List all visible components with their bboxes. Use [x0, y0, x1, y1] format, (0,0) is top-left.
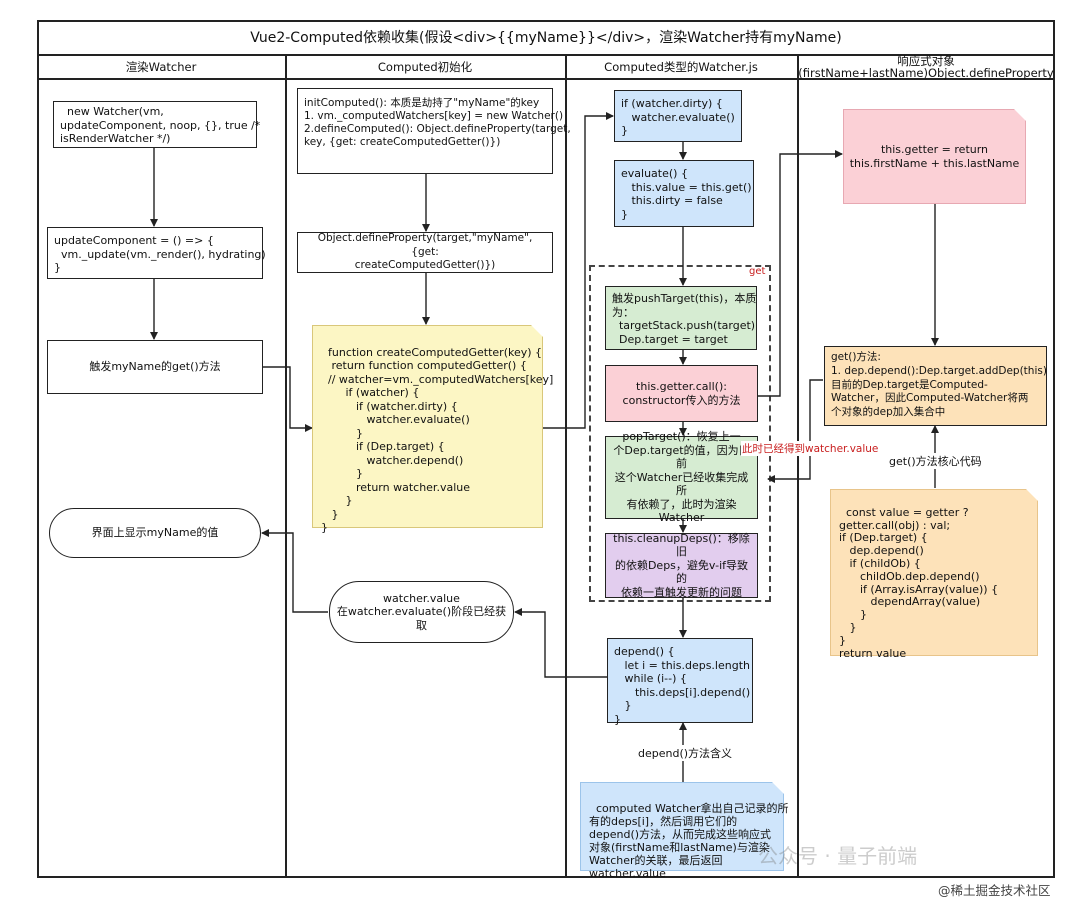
define-property-node: Object.defineProperty(target,"myName", {…: [297, 232, 553, 273]
depend-node: depend() { let i = this.deps.length whil…: [607, 638, 753, 726]
getter-call-node: this.getter.call(): constructor传入的方法: [605, 365, 758, 422]
wechat-watermark: 公众号 · 量子前端: [758, 844, 918, 868]
note-fold-corner: [531, 325, 543, 337]
lane-reactive-object: 响应式对象(firstName+lastName)Object.definePr…: [797, 54, 1055, 80]
update-component-node: updateComponent = () => { vm._update(vm.…: [47, 227, 266, 279]
init-computed-node: initComputed(): 本质是劫持了"myName"的key 1. vm…: [297, 88, 571, 174]
cleanup-deps-node: this.cleanupDeps()：移除旧 的依赖Deps，避免v-if导致的…: [605, 532, 758, 599]
already-got-value-label: 此时已经得到watcher.value: [741, 441, 880, 456]
display-myname-node: 界面上显示myName的值: [49, 508, 261, 558]
create-computed-getter-code: function createComputedGetter(key) { ret…: [321, 345, 554, 535]
this-getter-text: this.getter = return this.firstName + th…: [849, 143, 1020, 170]
note-fold-corner: [1014, 109, 1026, 121]
lane-computed-init: Computed初始化: [285, 56, 565, 80]
lane-divider-1: [285, 56, 287, 878]
watcher-value-node: watcher.value 在watcher.evaluate()阶段已经获 取: [329, 581, 514, 643]
diagram-title: Vue2-Computed依赖收集(假设<div>{{myName}}</div…: [37, 20, 1055, 56]
get-method-node: get()方法: 1. dep.depend():Dep.target.addD…: [824, 346, 1047, 426]
trigger-get-node: 触发myName的get()方法: [47, 340, 263, 394]
get-group-boundary: [589, 265, 771, 602]
get-group-label: get: [749, 266, 766, 277]
depend-explanation-note: computed Watcher拿出自己记录的所 有的deps[i]，然后调用它…: [580, 782, 789, 880]
push-target-node: 触发pushTarget(this)，本质 为： targetStack.pus…: [605, 286, 757, 350]
lane-computed-watcher: Computed类型的Watcher.js: [565, 56, 797, 80]
get-core-code-label: get()方法核心代码: [887, 453, 984, 469]
lane-divider-3: [797, 56, 799, 878]
new-watcher-node: new Watcher(vm, updateComponent, noop, {…: [53, 101, 260, 148]
note-fold-corner: [1026, 489, 1038, 501]
depend-meaning-label: depend()方法含义: [636, 745, 735, 761]
pop-target-node: popTarget()：恢复上一 个Dep.target的值，因为目前 这个Wa…: [605, 430, 758, 524]
footer-credit: @稀土掘金技术社区: [938, 883, 1051, 898]
note-fold-corner: [772, 782, 784, 794]
lane-divider-2: [565, 56, 567, 878]
this-getter-note: this.getter = return this.firstName + th…: [843, 109, 1026, 204]
diagram-frame: [37, 20, 1055, 878]
get-core-code-text: const value = getter ? getter.call(obj) …: [839, 505, 999, 660]
evaluate-node: evaluate() { this.value = this.get() thi…: [614, 160, 754, 227]
get-core-code-note: const value = getter ? getter.call(obj) …: [830, 489, 1038, 659]
if-dirty-node: if (watcher.dirty) { watcher.evaluate() …: [614, 90, 742, 142]
depend-explanation-text: computed Watcher拿出自己记录的所 有的deps[i]，然后调用它…: [589, 802, 789, 880]
lane-render-watcher: 渲染Watcher: [37, 56, 285, 80]
create-computed-getter-note: function createComputedGetter(key) { ret…: [312, 325, 553, 534]
